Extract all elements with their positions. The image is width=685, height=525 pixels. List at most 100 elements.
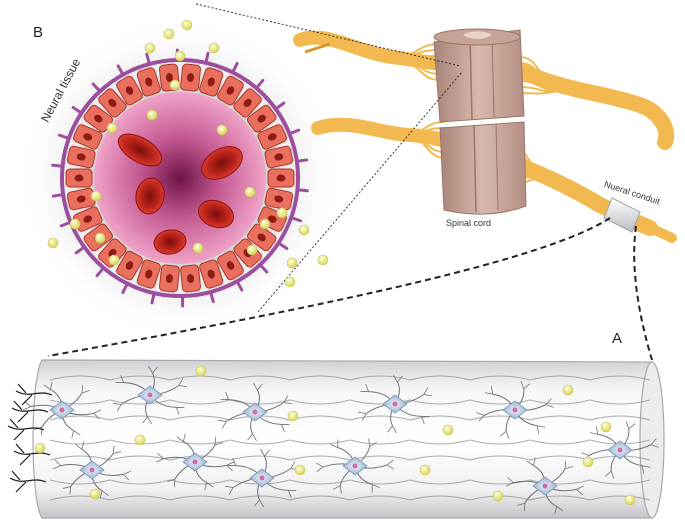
neuron xyxy=(358,374,432,434)
cell-nucleus xyxy=(207,269,215,279)
endothelial-cell xyxy=(217,75,244,106)
wall-projection xyxy=(51,163,65,168)
endothelial-cell xyxy=(159,264,180,293)
neuron-nucleus xyxy=(147,392,153,398)
growth-factor-particle xyxy=(192,242,204,254)
growth-factor-particle xyxy=(492,490,504,502)
endothelial-cell xyxy=(233,238,262,268)
growth-factor-particle xyxy=(317,254,329,266)
endothelial-cell xyxy=(116,250,143,281)
growth-factor-particle xyxy=(47,237,59,249)
growth-factor-particle xyxy=(246,244,258,256)
endothelial-cell xyxy=(136,67,161,97)
dendrite-branch xyxy=(75,441,85,450)
outgrowing-dendrites xyxy=(7,383,53,493)
dendrite-branch xyxy=(220,391,229,400)
wall-projection xyxy=(295,158,309,163)
growth-factor-particle xyxy=(94,232,106,244)
growth-factor-particle xyxy=(244,186,256,198)
growth-factor-particle xyxy=(298,224,310,236)
dendrite-branch xyxy=(214,436,223,446)
cell-nucleus xyxy=(274,153,284,161)
growth-factor-particle xyxy=(259,218,271,230)
endothelial-cell xyxy=(246,104,277,133)
wall-projection xyxy=(258,263,269,274)
growth-factor-particle xyxy=(276,207,288,219)
wall-projection xyxy=(204,51,210,65)
dendrite-branch xyxy=(71,430,81,439)
dendrite-branch xyxy=(43,381,53,390)
neuron xyxy=(316,438,394,494)
outgrowing-dendrite xyxy=(13,443,51,466)
growth-factor-particle xyxy=(582,456,594,468)
wall-projection xyxy=(289,216,303,223)
wall-projection xyxy=(71,105,84,115)
wall-projection xyxy=(121,282,129,295)
dendrite-branch xyxy=(536,425,546,434)
cell-nucleus xyxy=(257,233,266,242)
endothelial-cell xyxy=(264,145,294,169)
neuron-nucleus xyxy=(259,475,265,481)
dendrite-branch xyxy=(333,485,342,494)
endothelial-cell xyxy=(267,168,295,188)
dendrite-branch xyxy=(589,426,599,435)
red-blood-cell xyxy=(135,177,165,215)
neuron xyxy=(505,457,585,515)
endothelial-cell xyxy=(246,223,277,252)
growth-factor-particle xyxy=(208,42,220,54)
wall-projection xyxy=(59,220,73,228)
dendrite-branch xyxy=(421,416,430,425)
cell-nucleus xyxy=(187,73,195,83)
dendrite-branch xyxy=(142,416,152,425)
cell-nucleus xyxy=(74,174,84,182)
endothelial-cell xyxy=(72,124,103,150)
wall-projection xyxy=(209,290,215,304)
cell-nucleus xyxy=(165,273,173,283)
wall-projection xyxy=(95,266,106,278)
endothelial-cell xyxy=(98,88,127,118)
neuron-nucleus xyxy=(252,409,258,415)
growth-factor-particle xyxy=(34,442,46,454)
endothelial-cell xyxy=(199,67,224,97)
dendrite-branch xyxy=(423,387,432,397)
dendrite-branch xyxy=(254,499,264,508)
dendrite-branch xyxy=(115,374,124,383)
cell-nucleus xyxy=(145,77,153,87)
neuron-nucleus xyxy=(192,459,198,465)
rootlet xyxy=(399,57,441,81)
cell-nucleus xyxy=(257,114,266,123)
panel-label-a: A xyxy=(612,330,623,347)
wall-projection xyxy=(74,245,86,255)
dendrite-branch xyxy=(288,490,297,499)
nerve-conduit-sleeve xyxy=(603,197,641,233)
wall-projection xyxy=(235,279,244,292)
wall-projection xyxy=(287,128,301,136)
endothelial-cell xyxy=(116,75,143,106)
cell-nucleus xyxy=(276,174,286,182)
dendrite-branch xyxy=(99,490,109,499)
dendrite-branch xyxy=(281,424,290,433)
dendrite-branch xyxy=(625,421,636,430)
cell-nucleus xyxy=(125,261,134,270)
red-blood-cell xyxy=(153,229,187,255)
dendrite-branch xyxy=(371,484,380,493)
outgrowing-dendrite xyxy=(15,383,53,406)
dendrite-branch xyxy=(155,452,164,463)
dendrite-branch xyxy=(576,485,585,496)
dendrite-branch xyxy=(604,470,615,479)
cell-nucleus xyxy=(125,86,134,95)
dendrite-branch xyxy=(247,433,257,442)
growth-factor-particle xyxy=(216,124,228,136)
dendrite-branch xyxy=(178,378,187,388)
dendrite-branch xyxy=(499,430,510,439)
growth-factor-particle xyxy=(419,464,431,476)
neuron-nucleus xyxy=(392,401,398,407)
wall-projection xyxy=(276,241,289,251)
dendrite-branch xyxy=(517,502,526,512)
growth-factor-particle xyxy=(181,19,193,31)
dendrite-branch xyxy=(176,407,185,416)
endothelial-cell xyxy=(180,264,201,293)
vessel-cross-section xyxy=(20,18,340,338)
endothelial-cell xyxy=(180,63,201,92)
endothelial-cell-ring xyxy=(65,63,295,293)
